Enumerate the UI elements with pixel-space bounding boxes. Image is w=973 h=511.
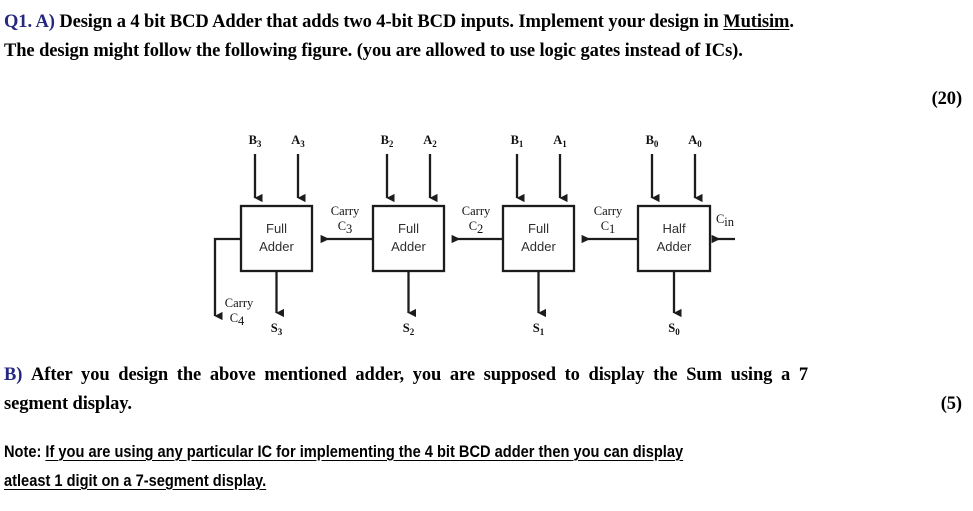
block-full-adder-1-label-line2: Adder — [521, 239, 556, 254]
question-a-underlined-term: Mutisim — [723, 12, 790, 32]
label-b3: B3 — [249, 133, 262, 149]
question-b-label: B) — [4, 365, 23, 385]
block-half-adder-0-rect — [636, 204, 712, 273]
question-a-line2: The design might follow the following fi… — [4, 41, 743, 61]
block-full-adder-2-label-line2: Adder — [391, 239, 426, 254]
block-full-adder-1: Full Adder — [501, 204, 576, 273]
block-full-adder-1-label-line1: Full — [528, 221, 549, 236]
wire-carry-c4 — [213, 237, 241, 321]
marks-b: (5) — [940, 394, 962, 414]
block-full-adder-2: Full Adder — [371, 204, 446, 273]
label-carry-c3-word: Carry — [331, 204, 360, 218]
label-a1: A1 — [553, 133, 567, 149]
label-a3: A3 — [291, 133, 305, 149]
question-b-line1: B) After you design the above mentioned … — [4, 361, 962, 390]
question-a-text: Design a 4 bit BCD Adder that adds two 4… — [54, 12, 724, 32]
block-full-adder-2-rect — [371, 204, 446, 273]
note-line2-text: atleast 1 digit on a 7-segment display. — [4, 471, 267, 490]
label-carry-c1: C1 — [601, 219, 616, 236]
question-b-text: After you design the above mentioned add… — [31, 365, 809, 385]
note-prefix: Note: — [4, 442, 46, 461]
block-half-adder-0: Half Adder — [636, 204, 712, 273]
block-full-adder-2-label-line1: Full — [398, 221, 419, 236]
question-a-period: . — [789, 12, 794, 32]
question-b-line2: segment display. — [4, 394, 132, 414]
block-full-adder-3-label-line2: Adder — [259, 239, 294, 254]
label-carry-c4: C4 — [230, 311, 245, 328]
label-carry-c4-word: Carry — [225, 296, 254, 310]
question-a-label: Q1. A) — [4, 12, 55, 32]
label-b2: B2 — [381, 133, 394, 149]
block-half-adder-0-label-line1: Half — [662, 221, 686, 236]
label-s2: S2 — [403, 321, 415, 337]
label-b0: B0 — [646, 133, 659, 149]
label-carry-c2-word: Carry — [462, 204, 491, 218]
label-carry-c2: C2 — [469, 219, 484, 236]
block-full-adder-3-rect — [239, 204, 314, 273]
label-s1: S1 — [533, 321, 545, 337]
label-s3: S3 — [271, 321, 283, 337]
label-a2: A2 — [423, 133, 437, 149]
note-line1: Note: If you are using any particular IC… — [4, 437, 683, 467]
label-b1: B1 — [511, 133, 524, 149]
label-a0: A0 — [688, 133, 702, 149]
marks-a: (20) — [931, 89, 963, 109]
label-carry-c3: C3 — [338, 219, 353, 236]
note-line1-text: If you are using any particular IC for i… — [45, 442, 684, 461]
note-line2: atleast 1 digit on a 7-segment display. — [4, 466, 266, 496]
label-carry-c1-word: Carry — [594, 204, 623, 218]
block-full-adder-3-label-line1: Full — [266, 221, 287, 236]
label-carry-in: Cin — [716, 212, 735, 229]
block-full-adder-3: Full Adder — [239, 204, 314, 273]
question-a-line1: Q1. A) Design a 4 bit BCD Adder that add… — [4, 8, 964, 37]
bcd-adder-diagram: Full Adder Full Adder Full Adder Half Ad… — [0, 110, 973, 350]
label-s0: S0 — [668, 321, 680, 337]
block-half-adder-0-label-line2: Adder — [657, 239, 692, 254]
